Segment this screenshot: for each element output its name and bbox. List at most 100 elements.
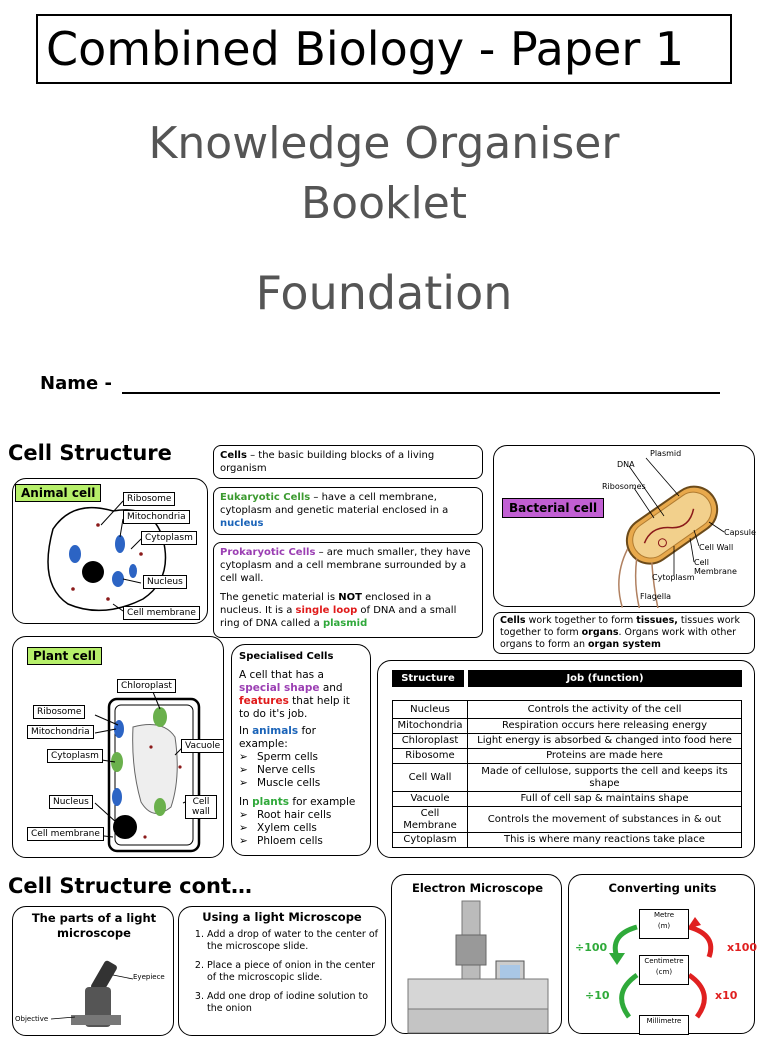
organisation-box: Cells work together to form tissues, tis…: [493, 612, 755, 654]
org-text-1: work together to form: [525, 615, 637, 626]
list-item: Nerve cells: [239, 764, 363, 777]
table-cell-structure: Nucleus: [392, 700, 468, 719]
converting-units-title: Converting units: [608, 881, 717, 895]
animals-word: animals: [252, 725, 299, 737]
electron-microscope-icon: [407, 900, 549, 1034]
plant-label-ribosome: Ribosome: [33, 705, 86, 719]
specialised-cells-panel: Specialised Cells A cell that has a spec…: [231, 644, 371, 856]
name-label: Name -: [40, 373, 112, 394]
list-item: Sperm cells: [239, 751, 363, 764]
table-cell-structure: Mitochondria: [392, 718, 468, 734]
plants-text-1: In: [239, 796, 253, 808]
bacterial-cell-title: Bacterial cell: [502, 498, 605, 518]
prokaryotic-term: Prokaryotic Cells: [220, 547, 316, 558]
unit-centimetre: Centimetre: [644, 957, 684, 965]
bacterial-label-plasmid: Plasmid: [650, 449, 682, 458]
animal-label-mitochondria: Mitochondria: [123, 510, 190, 524]
plant-label-cytoplasm: Cytoplasm: [47, 749, 103, 763]
eukaryotic-definition-box: Eukaryotic Cells – have a cell membrane,…: [213, 487, 483, 535]
eukaryotic-nucleus: nucleus: [220, 518, 264, 529]
list-item: Xylem cells: [239, 822, 363, 835]
table-cell-job: Made of cellulose, supports the cell and…: [467, 763, 742, 792]
spec-intro-2: and: [319, 682, 343, 694]
plant-label-vacuole: Vacuole: [181, 739, 225, 753]
table-cell-structure: Cytoplasm: [392, 832, 468, 848]
list-item: Add a drop of water to the center of the…: [207, 929, 379, 953]
unit-box-metre: Metre(m): [639, 909, 689, 939]
bacterial-label-cytoplasm: Cytoplasm: [652, 573, 695, 582]
table-header-job: Job (function): [468, 670, 742, 687]
table-cell-job: Full of cell sap & maintains shape: [467, 791, 742, 807]
unit-metre: Metre: [653, 911, 675, 919]
table-header-structure: Structure: [392, 670, 464, 687]
table-cell-structure: Cell Membrane: [392, 806, 468, 833]
bacterial-label-flagella: Flagella: [640, 592, 672, 601]
unit-centimetre-symbol: (cm): [655, 968, 673, 976]
animals-intro: In animals for example:: [239, 725, 363, 751]
animal-cell-panel: Animal cell Ribosome Mitochondria Cytopl…: [12, 478, 208, 624]
table-cell-job: Controls the movement of substances in &…: [467, 806, 742, 833]
bacterial-label-dna: DNA: [617, 460, 635, 469]
plants-intro: In plants for example: [239, 796, 363, 809]
plant-cell-diagram: [94, 691, 201, 853]
name-line[interactable]: [122, 392, 720, 394]
bacterial-cell-diagram: [618, 457, 725, 608]
spec-special-shape: special shape: [239, 682, 320, 694]
table-cell-structure: Chloroplast: [392, 733, 468, 749]
tier-label: Foundation: [255, 266, 513, 320]
list-item: Muscle cells: [239, 777, 363, 790]
factor-times-10: x10: [715, 989, 738, 1002]
org-text-2: tissues work together to form: [500, 615, 740, 638]
unit-millimetre: Millimetre: [646, 1017, 682, 1025]
subtitle-line1: Knowledge Organiser: [148, 118, 620, 169]
plant-label-cell-membrane: Cell membrane: [27, 827, 104, 841]
specialised-title: Specialised Cells: [239, 651, 334, 662]
converting-units-panel: Converting units Metre(m) Centimetre (cm)…: [568, 874, 757, 1035]
list-item: Add one drop of iodine solution to the o…: [207, 991, 379, 1015]
genetic-text-2: enclosed in a nucleus. It is a: [220, 592, 432, 616]
microscope-label-objective: Objective: [15, 1015, 49, 1023]
genetic-plasmid: plasmid: [322, 618, 368, 629]
org-text-3: . Organs work with other organs to form …: [500, 627, 737, 650]
spec-intro-1: A cell that has a: [239, 669, 324, 681]
factor-divide-100: ÷100: [575, 941, 608, 954]
table-cell-structure: Vacuole: [392, 791, 468, 807]
plant-label-nucleus: Nucleus: [49, 795, 93, 809]
bacterial-label-ribosomes: Ribosomes: [602, 482, 646, 491]
animal-examples-list: Sperm cells Nerve cells Muscle cells: [239, 751, 363, 790]
plants-word: plants: [252, 796, 290, 808]
animal-label-cytoplasm: Cytoplasm: [141, 531, 197, 545]
animal-label-cell-membrane: Cell membrane: [123, 606, 200, 620]
plant-cell-panel: Plant cell Chloroplast Ribosome Mitochon…: [12, 636, 225, 858]
table-cell-structure: Cell Wall: [392, 763, 468, 792]
subtitle-line2: Booklet: [300, 178, 468, 229]
plant-label-cell-wall: Cell wall: [185, 795, 217, 819]
table-cell-job: Respiration occurs here releasing energy: [467, 718, 742, 734]
plant-examples-list: Root hair cells Xylem cells Phloem cells: [239, 809, 363, 848]
specialised-intro: A cell that has a special shape and feat…: [239, 669, 363, 721]
bacterial-cell-panel: Bacterial cell Plasmid DNA Ribosomes Cap…: [493, 445, 756, 608]
eukaryotic-term: Eukaryotic Cells: [220, 492, 311, 503]
unit-box-millimetre: Millimetre: [639, 1015, 689, 1035]
table-cell-job: Controls the activity of the cell: [467, 700, 742, 719]
org-organ-system: organ system: [587, 639, 661, 650]
animal-cell-title: Animal cell: [15, 484, 102, 502]
genetic-text-1: The genetic material is: [220, 592, 339, 603]
table-cell-structure: Ribosome: [392, 748, 468, 764]
section-heading-cell-structure: Cell Structure: [8, 441, 172, 465]
unit-conversion-arrows: [609, 917, 714, 1019]
animals-text-2: for example:: [239, 725, 316, 750]
eukaryotic-definition: – have a cell membrane, cytoplasm and ge…: [220, 492, 449, 516]
table-cell-job: This is where many reactions take place: [467, 832, 742, 848]
org-organs: organs: [581, 627, 619, 638]
list-item: Place a piece of onion in the center of …: [207, 960, 379, 984]
unit-box-centimetre: Centimetre (cm): [639, 955, 689, 985]
microscope-parts-panel: The parts of a light microscope Eyepiece…: [12, 906, 174, 1036]
